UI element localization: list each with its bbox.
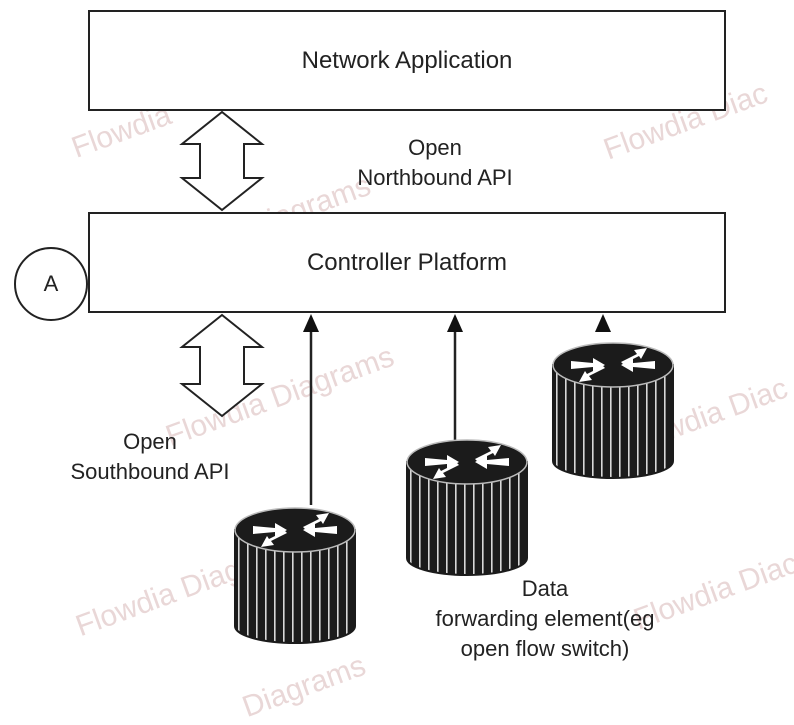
southbound-double-arrow — [179, 313, 265, 418]
controller-platform-label: Controller Platform — [306, 248, 508, 276]
marker-a-circle — [14, 247, 88, 321]
connector-arrowhead — [595, 314, 611, 332]
northbound-double-arrow — [179, 110, 265, 212]
caption-line-3: open flow switch) — [460, 636, 630, 661]
router-icon — [552, 342, 674, 479]
forwarding-element-label: Data forwarding element(eg open flow swi… — [380, 574, 710, 664]
controller-platform-box: Controller Platform — [88, 212, 726, 313]
network-application-box: Network Application — [88, 10, 726, 111]
northbound-line-1: Open — [408, 135, 462, 160]
router-icon — [234, 507, 356, 644]
connector-arrowhead — [303, 314, 319, 332]
southbound-api-label: Open Southbound API — [20, 427, 280, 487]
network-application-label: Network Application — [301, 46, 513, 74]
marker-a-label: A — [43, 271, 59, 296]
southbound-line-2: Southbound API — [70, 459, 230, 484]
caption-line-2: forwarding element(eg — [435, 606, 655, 631]
northbound-line-2: Northbound API — [357, 165, 513, 190]
southbound-line-1: Open — [123, 429, 177, 454]
connector-arrowhead — [447, 314, 463, 332]
router-icon — [406, 439, 528, 576]
northbound-api-label: Open Northbound API — [310, 133, 560, 193]
caption-line-1: Data — [521, 576, 569, 601]
